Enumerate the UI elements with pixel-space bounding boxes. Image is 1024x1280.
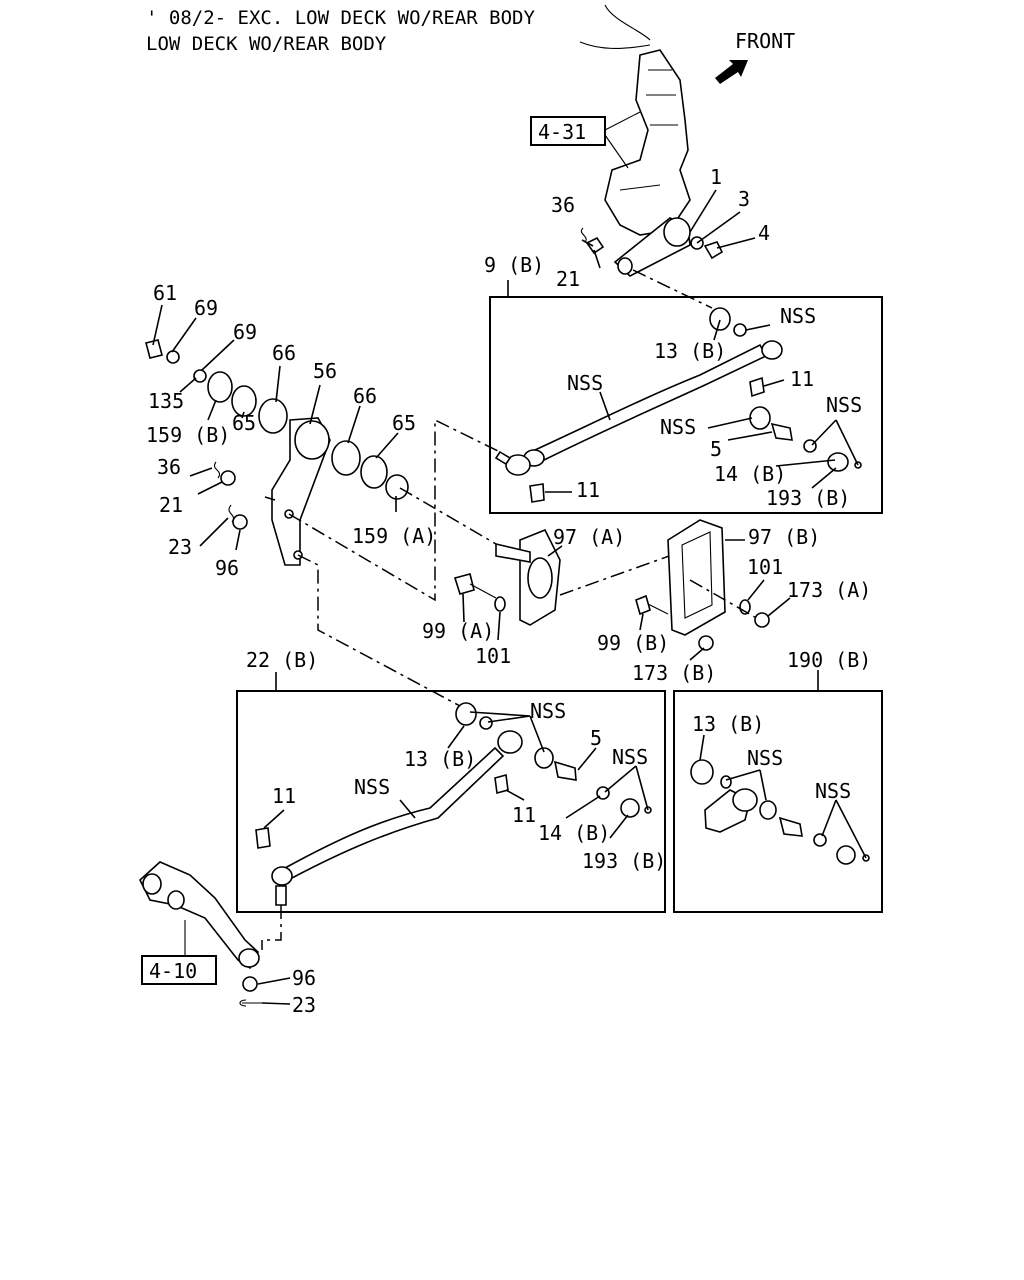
callout: 173 (A)	[787, 578, 871, 602]
pitman-arm	[580, 217, 724, 277]
callout: 11	[576, 478, 600, 502]
callout: NSS	[530, 699, 566, 723]
callout: 23	[292, 993, 316, 1017]
callout: 159 (A)	[352, 524, 436, 548]
callout: 66	[272, 341, 296, 365]
callout: 190 (B)	[787, 648, 871, 672]
callout: 11	[272, 784, 296, 808]
callout: 101	[475, 644, 511, 668]
callout: 21	[159, 493, 183, 517]
steering-gear-box	[579, 4, 691, 236]
ref-box-bottom	[141, 955, 217, 985]
callout: 21	[556, 267, 580, 291]
callout: NSS	[747, 746, 783, 770]
callout: 61	[153, 281, 177, 305]
callout: 5	[590, 726, 602, 750]
callout: 99 (A)	[422, 619, 494, 643]
ref-bottom: 4-10	[149, 959, 197, 983]
callout: 3	[738, 187, 750, 211]
callout: NSS	[354, 775, 390, 799]
knuckle-arm	[139, 861, 262, 1007]
idler-arm-assembly	[145, 339, 409, 566]
callout: 13 (B)	[654, 339, 726, 363]
callout: 193 (B)	[766, 486, 850, 510]
callout: 96	[215, 556, 239, 580]
drag-link-9b	[494, 307, 862, 503]
callout: 69	[233, 320, 257, 344]
bracket-97a	[453, 528, 561, 626]
header-line-2: LOW DECK WO/REAR BODY	[146, 33, 387, 55]
callout: 65	[232, 411, 256, 435]
callout: 99 (B)	[597, 631, 669, 655]
callout: 135	[148, 389, 184, 413]
callout: 5	[710, 437, 722, 461]
callout: 14 (B)	[538, 821, 610, 845]
callout: 159 (B)	[146, 423, 230, 447]
callout: 23	[168, 535, 192, 559]
ref-top: 4-31	[538, 120, 586, 144]
callout: NSS	[780, 304, 816, 328]
leader-lines	[152, 189, 867, 1005]
callout: 13 (B)	[692, 712, 764, 736]
assembly-box-190b	[673, 690, 883, 913]
callout: 14 (B)	[714, 462, 786, 486]
callout: NSS	[612, 745, 648, 769]
assembly-box-9b	[489, 296, 883, 514]
header-line-1: ' 08/2- EXC. LOW DECK WO/REAR BODY	[146, 7, 535, 29]
ref-box-top	[530, 116, 606, 146]
callout: 97 (A)	[553, 525, 625, 549]
callout: 11	[790, 367, 814, 391]
callout: 11	[512, 803, 536, 827]
callout: NSS	[826, 393, 862, 417]
callout: 22 (B)	[246, 648, 318, 672]
socket-190b	[690, 759, 870, 865]
front-arrow-icon	[715, 60, 748, 84]
callout: 65	[392, 411, 416, 435]
callout: 69	[194, 296, 218, 320]
callout: 193 (B)	[582, 849, 666, 873]
callout: 9 (B)	[484, 253, 544, 277]
callout: 4	[758, 221, 770, 245]
callout: 36	[551, 193, 575, 217]
callout: 1	[710, 165, 722, 189]
callout: NSS	[660, 415, 696, 439]
callout: 173 (B)	[632, 661, 716, 685]
callout: NSS	[815, 779, 851, 803]
callout: 36	[157, 455, 181, 479]
callout-labels: 1 3 4 36 21 9 (B) 13 (B) NSS NSS 11 NSS …	[146, 165, 871, 1017]
callout: 13 (B)	[404, 747, 476, 771]
callout: 96	[292, 966, 316, 990]
assembly-box-22b	[236, 690, 666, 913]
front-label: FRONT	[735, 29, 795, 53]
callout: 101	[747, 555, 783, 579]
callout: 56	[313, 359, 337, 383]
callout: 97 (B)	[748, 525, 820, 549]
callout: NSS	[567, 371, 603, 395]
callout: 66	[353, 384, 377, 408]
